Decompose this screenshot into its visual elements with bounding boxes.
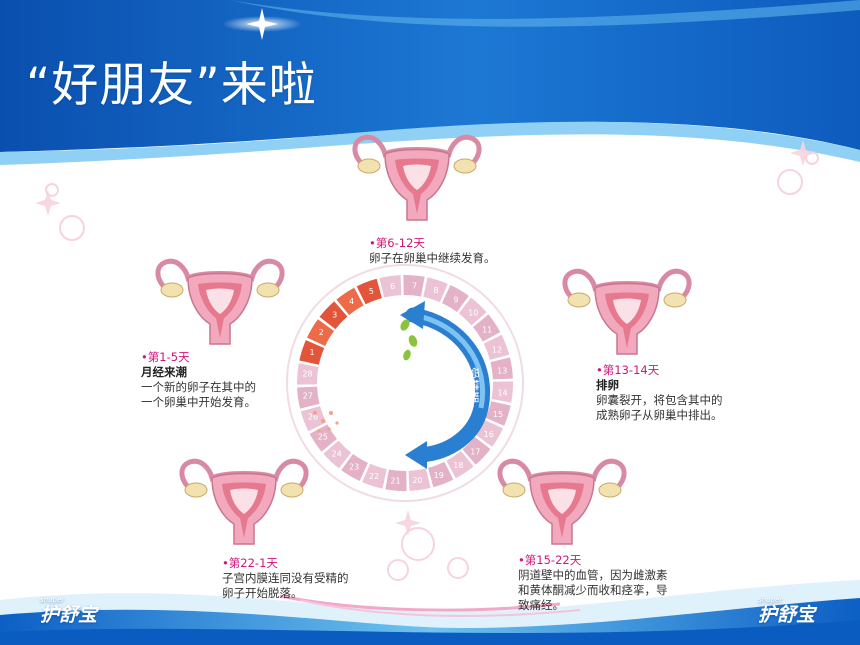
- stage-caption-day15: •第15-22天 阴道壁中的血管，因为雌激素 和黄体酮减少而收和痉挛，导 致痛经…: [518, 553, 668, 613]
- stage-text: 阴道壁中的血管，因为雌激素: [518, 568, 668, 582]
- day-number: 15: [493, 410, 503, 419]
- day-number: 17: [470, 447, 480, 456]
- day-segment: [458, 297, 487, 326]
- brand-name: 护舒宝: [40, 604, 98, 626]
- day-segment: [300, 406, 327, 432]
- stage-text: 卵子在卵巢中继续发育。: [369, 251, 496, 265]
- day-number: 25: [318, 432, 328, 441]
- day-number: 3: [332, 311, 337, 320]
- day-segment: [307, 319, 335, 347]
- day-segment: [491, 381, 513, 403]
- day-number: 22: [369, 472, 379, 481]
- day-segment: [362, 463, 387, 489]
- day-number: 2: [319, 328, 324, 337]
- stage-heading: 月经来潮: [141, 365, 187, 379]
- day-segment: [309, 424, 338, 452]
- day-number: 28: [302, 369, 312, 378]
- brand-logo-right: shuper 护舒宝: [758, 596, 815, 627]
- stage-day: •第22-1天: [222, 556, 278, 570]
- brand-small: shuper: [40, 596, 65, 604]
- day-number: 20: [412, 476, 422, 485]
- day-number: 16: [484, 430, 494, 439]
- day-segment: [423, 277, 448, 303]
- day-number: 18: [453, 461, 463, 470]
- stage-day: •第6-12天: [369, 236, 425, 250]
- day-segment: [319, 301, 348, 330]
- stage-text: 子宫内膜连同没有受精的: [222, 571, 349, 585]
- stage-text: 致痛经。: [518, 598, 564, 612]
- day-segment: [408, 468, 431, 491]
- uterus-illustration-day15: [490, 452, 635, 552]
- uterus-illustration-day13: [555, 262, 700, 362]
- stage-day: •第1-5天: [141, 350, 190, 364]
- day-segment: [475, 419, 503, 447]
- day-number: 12: [492, 345, 502, 354]
- day-number: 8: [433, 286, 438, 295]
- uterus-illustration-day1: [148, 252, 293, 352]
- day-segment: [403, 275, 425, 297]
- uterus-illustration-day22: [172, 452, 317, 552]
- day-segment: [323, 440, 352, 469]
- day-segment: [446, 450, 474, 479]
- stage-text: 卵子开始脱落。: [222, 586, 303, 600]
- stage-text: 和黄体酮减少而收和痉挛，导: [518, 583, 668, 597]
- brand-logo-left: shuper 护舒宝: [40, 596, 97, 627]
- brand-name: 护舒宝: [758, 604, 816, 626]
- day-segment: [490, 357, 513, 380]
- day-segment: [341, 453, 369, 481]
- day-segment: [385, 469, 407, 491]
- day-number: 14: [497, 389, 507, 398]
- day-segment: [297, 363, 319, 385]
- day-number: 5: [369, 287, 374, 296]
- day-segment: [462, 436, 491, 465]
- day-segment: [379, 275, 402, 298]
- stage-caption-day13: •第13-14天 排卵 卵囊裂开，将包含其中的 成熟卵子从卵巢中排出。: [596, 363, 723, 423]
- day-segment: [356, 278, 382, 305]
- day-segment: [336, 287, 364, 316]
- day-number: 23: [349, 463, 359, 472]
- fertile-phase-label: 受精期: [466, 367, 480, 403]
- stage-caption-day22: •第22-1天 子宫内膜连同没有受精的 卵子开始脱落。: [222, 556, 349, 601]
- uterus-illustration-day6: [345, 128, 490, 228]
- day-number: 13: [497, 367, 507, 376]
- page-title: “好朋友”来啦: [26, 58, 317, 113]
- stage-heading: 排卵: [596, 378, 619, 392]
- day-number: 26: [308, 413, 318, 422]
- brand-small: shuper: [758, 596, 783, 604]
- stage-day: •第15-22天: [518, 553, 582, 567]
- stage-caption-day6: •第6-12天 卵子在卵巢中继续发育。: [369, 236, 496, 266]
- day-segment: [472, 314, 501, 342]
- day-number: 11: [482, 326, 492, 335]
- day-number: 6: [390, 282, 395, 291]
- day-segment: [297, 386, 320, 409]
- day-number: 1: [309, 348, 314, 357]
- day-segment: [299, 340, 325, 365]
- egg-leaves: [400, 319, 418, 361]
- day-number: 10: [468, 309, 478, 318]
- day-number: 9: [453, 295, 458, 304]
- day-number: 21: [390, 477, 400, 486]
- day-number: 19: [434, 471, 444, 480]
- stage-text: 一个卵巢中开始发育。: [141, 395, 256, 409]
- day-number: 7: [412, 281, 417, 290]
- stage-day: •第13-14天: [596, 363, 660, 377]
- day-segment: [485, 401, 511, 426]
- stage-caption-day1: •第1-5天 月经来潮 一个新的卵子在其中的 一个卵巢中开始发育。: [141, 350, 256, 410]
- day-segment: [483, 334, 510, 360]
- day-number: 4: [349, 297, 354, 306]
- blood-drops: [313, 411, 339, 433]
- fertile-arrow: [400, 301, 490, 469]
- stage-text: 一个新的卵子在其中的: [141, 380, 256, 394]
- day-number: 27: [303, 391, 313, 400]
- day-segment: [428, 461, 454, 488]
- day-number: 24: [332, 449, 342, 458]
- stage-text: 卵囊裂开，将包含其中的: [596, 393, 723, 407]
- day-segment: [441, 285, 469, 313]
- stage-text: 成熟卵子从卵巢中排出。: [596, 408, 723, 422]
